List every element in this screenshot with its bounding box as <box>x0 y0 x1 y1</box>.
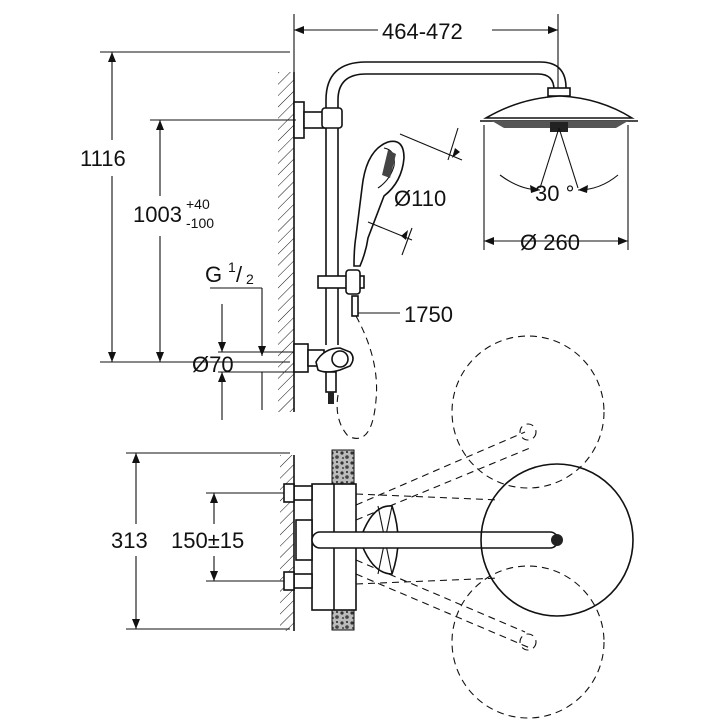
thread-slash: / <box>236 262 243 287</box>
plan-head-shower <box>480 463 634 617</box>
hand-shower-face <box>377 147 395 189</box>
swing-head-top <box>451 335 605 489</box>
plan-wall-hatch <box>280 455 294 631</box>
outlet-nut <box>328 392 334 404</box>
angle-label: 30 ° <box>535 181 574 206</box>
plan-flange-bottom <box>283 571 295 591</box>
thread-arrow <box>258 346 266 356</box>
arm-nut <box>547 87 571 97</box>
plan-connector-top <box>293 485 313 501</box>
plan-head-center <box>551 534 563 546</box>
hand-dim-bottom <box>401 227 413 256</box>
plan-height-label: 313 <box>111 528 148 553</box>
elevation-view: 30 ° Ø 260 464-472 Ø110 1750 <box>80 14 638 439</box>
hand-dim-top <box>447 127 459 161</box>
swing-dash-5 <box>355 493 501 501</box>
angle-arrow-left <box>530 185 540 193</box>
bar-tol-plus: +40 <box>186 196 210 212</box>
width-label: 464-472 <box>382 19 463 44</box>
lower-wall-flange <box>293 343 309 373</box>
head-diameter-label: Ø 260 <box>520 230 580 255</box>
thermostat-outlet <box>325 371 337 393</box>
wall-hatch <box>278 72 294 412</box>
hand-shower-nozzles <box>382 150 396 178</box>
thread-prefix: G <box>205 262 222 287</box>
slider-holder <box>345 269 361 295</box>
hose-length-label: 1750 <box>404 302 453 327</box>
plan-flange-top <box>283 483 295 503</box>
hand-diameter-label: Ø110 <box>394 186 446 211</box>
plan-view: 313 150±15 <box>111 335 634 719</box>
swing-head-bottom <box>451 565 605 719</box>
spacing-label: 150±15 <box>171 528 244 553</box>
spray-line-right <box>558 127 579 189</box>
hand-ext-top <box>399 133 463 161</box>
total-height-label: 1116 <box>80 146 126 171</box>
bar-tol-minus: -100 <box>186 215 214 231</box>
head-shower-body <box>483 95 635 119</box>
hose-dashed <box>336 315 378 439</box>
flange-dim-arrows <box>218 342 226 382</box>
swing-dash-2 <box>355 447 531 521</box>
bar-height-label: 1003 <box>133 202 182 227</box>
head-shower-center <box>550 122 568 132</box>
swing-dash-6 <box>355 577 501 585</box>
spacing-dim-arrows <box>210 493 218 581</box>
plan-riser-bracket <box>295 519 313 561</box>
riser-clamp <box>321 107 343 129</box>
flange-diameter-label: Ø70 <box>192 352 234 377</box>
plan-connector-bottom <box>293 573 313 589</box>
thread-num: 1 <box>228 259 236 275</box>
plan-shower-arm <box>311 531 559 549</box>
thread-den: 2 <box>246 271 254 287</box>
hose-connector <box>351 295 359 317</box>
swing-center-top <box>519 423 537 441</box>
thermostat-knob <box>331 350 349 368</box>
shower-arm-outer <box>325 61 567 101</box>
swing-center-bottom <box>519 633 537 651</box>
swing-dash-4 <box>355 573 531 649</box>
spray-line-left <box>539 127 560 189</box>
swing-dash-1 <box>355 431 526 506</box>
angle-arrow-right <box>578 185 588 193</box>
shower-arm-inner <box>337 73 555 101</box>
